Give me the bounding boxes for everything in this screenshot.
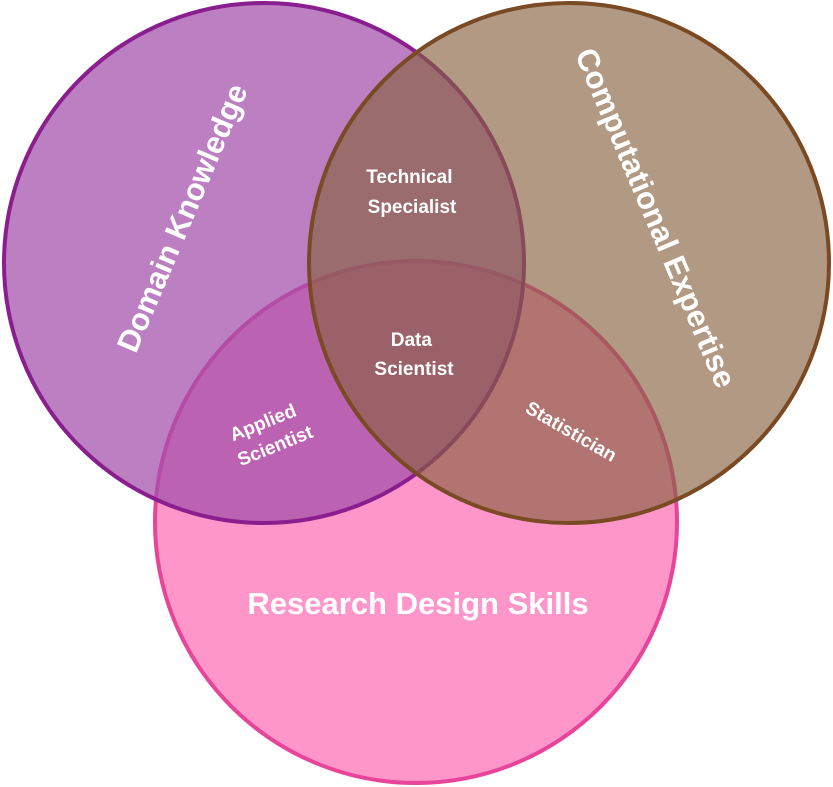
label-data-scientist: Data Scientist (374, 330, 454, 380)
circle-computational-expertise (307, 1, 831, 525)
label-technical-specialist: Technical Specialist (366, 167, 458, 218)
label-research-design-skills: Research Design Skills (247, 586, 588, 621)
